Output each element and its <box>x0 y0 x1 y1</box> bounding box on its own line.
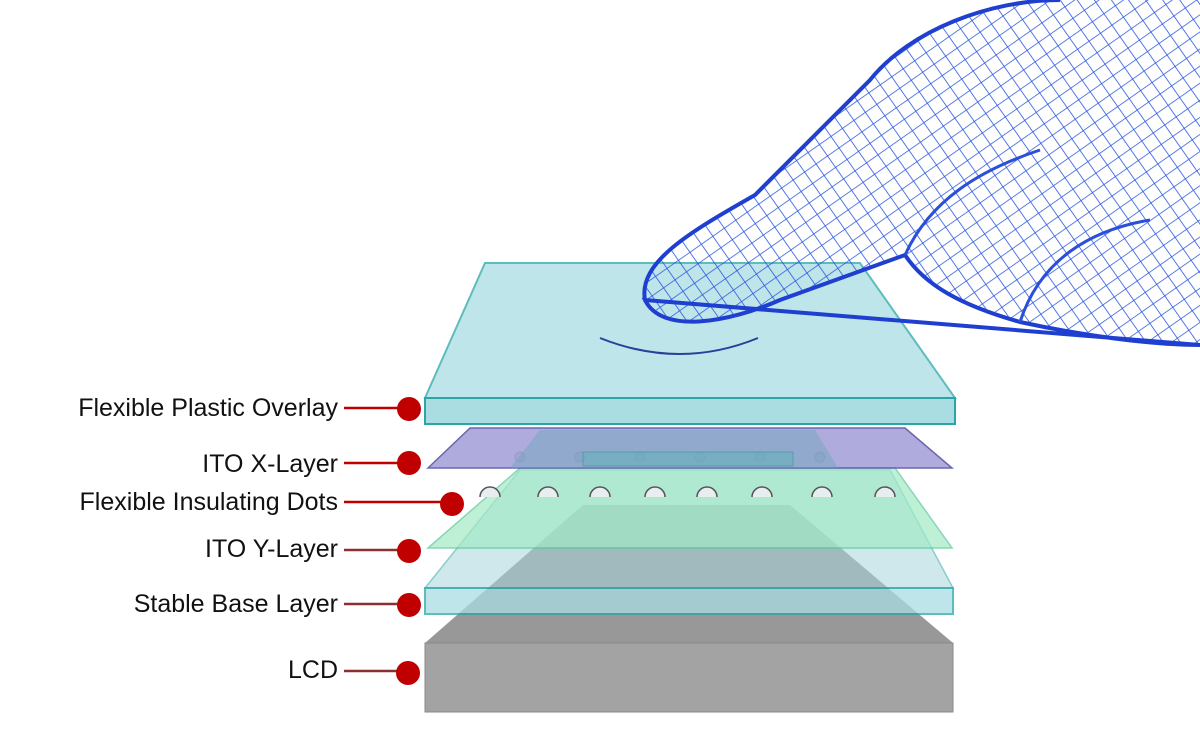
marker-dot <box>397 593 421 617</box>
label-text: Stable Base Layer <box>134 590 338 618</box>
ito-y-layer <box>425 467 954 549</box>
label-ito-x-layer: ITO X-Layer <box>202 450 421 478</box>
wireframe-hand-icon <box>641 0 1200 347</box>
insulating-dot <box>479 486 501 498</box>
insulating-dot <box>696 486 718 498</box>
insulating-dot <box>874 486 896 498</box>
labels: Flexible Plastic Overlay ITO X-Layer Fle… <box>78 394 464 685</box>
marker-dot <box>397 397 421 421</box>
flexible-plastic-overlay <box>423 262 957 425</box>
label-text: Flexible Plastic Overlay <box>78 394 338 422</box>
label-text: LCD <box>288 656 338 684</box>
label-flexible-insulating-dots: Flexible Insulating Dots <box>80 488 464 516</box>
marker-dot <box>397 451 421 475</box>
label-text: ITO X-Layer <box>202 450 338 478</box>
marker-dot <box>397 539 421 563</box>
insulating-dot <box>811 486 833 498</box>
marker-dot <box>440 492 464 516</box>
insulating-dot <box>751 486 773 498</box>
insulating-dot <box>589 486 611 498</box>
touch-depression <box>599 337 759 355</box>
label-ito-y-layer: ITO Y-Layer <box>205 535 421 563</box>
insulating-dot <box>537 486 559 498</box>
ito-x-layer <box>426 427 955 469</box>
label-stable-base-layer: Stable Base Layer <box>134 590 421 618</box>
marker-dot <box>396 661 420 685</box>
label-lcd: LCD <box>288 656 420 685</box>
label-text: Flexible Insulating Dots <box>80 488 338 516</box>
insulating-dot <box>644 486 666 498</box>
label-text: ITO Y-Layer <box>205 535 338 563</box>
label-flexible-plastic-overlay: Flexible Plastic Overlay <box>78 394 421 422</box>
